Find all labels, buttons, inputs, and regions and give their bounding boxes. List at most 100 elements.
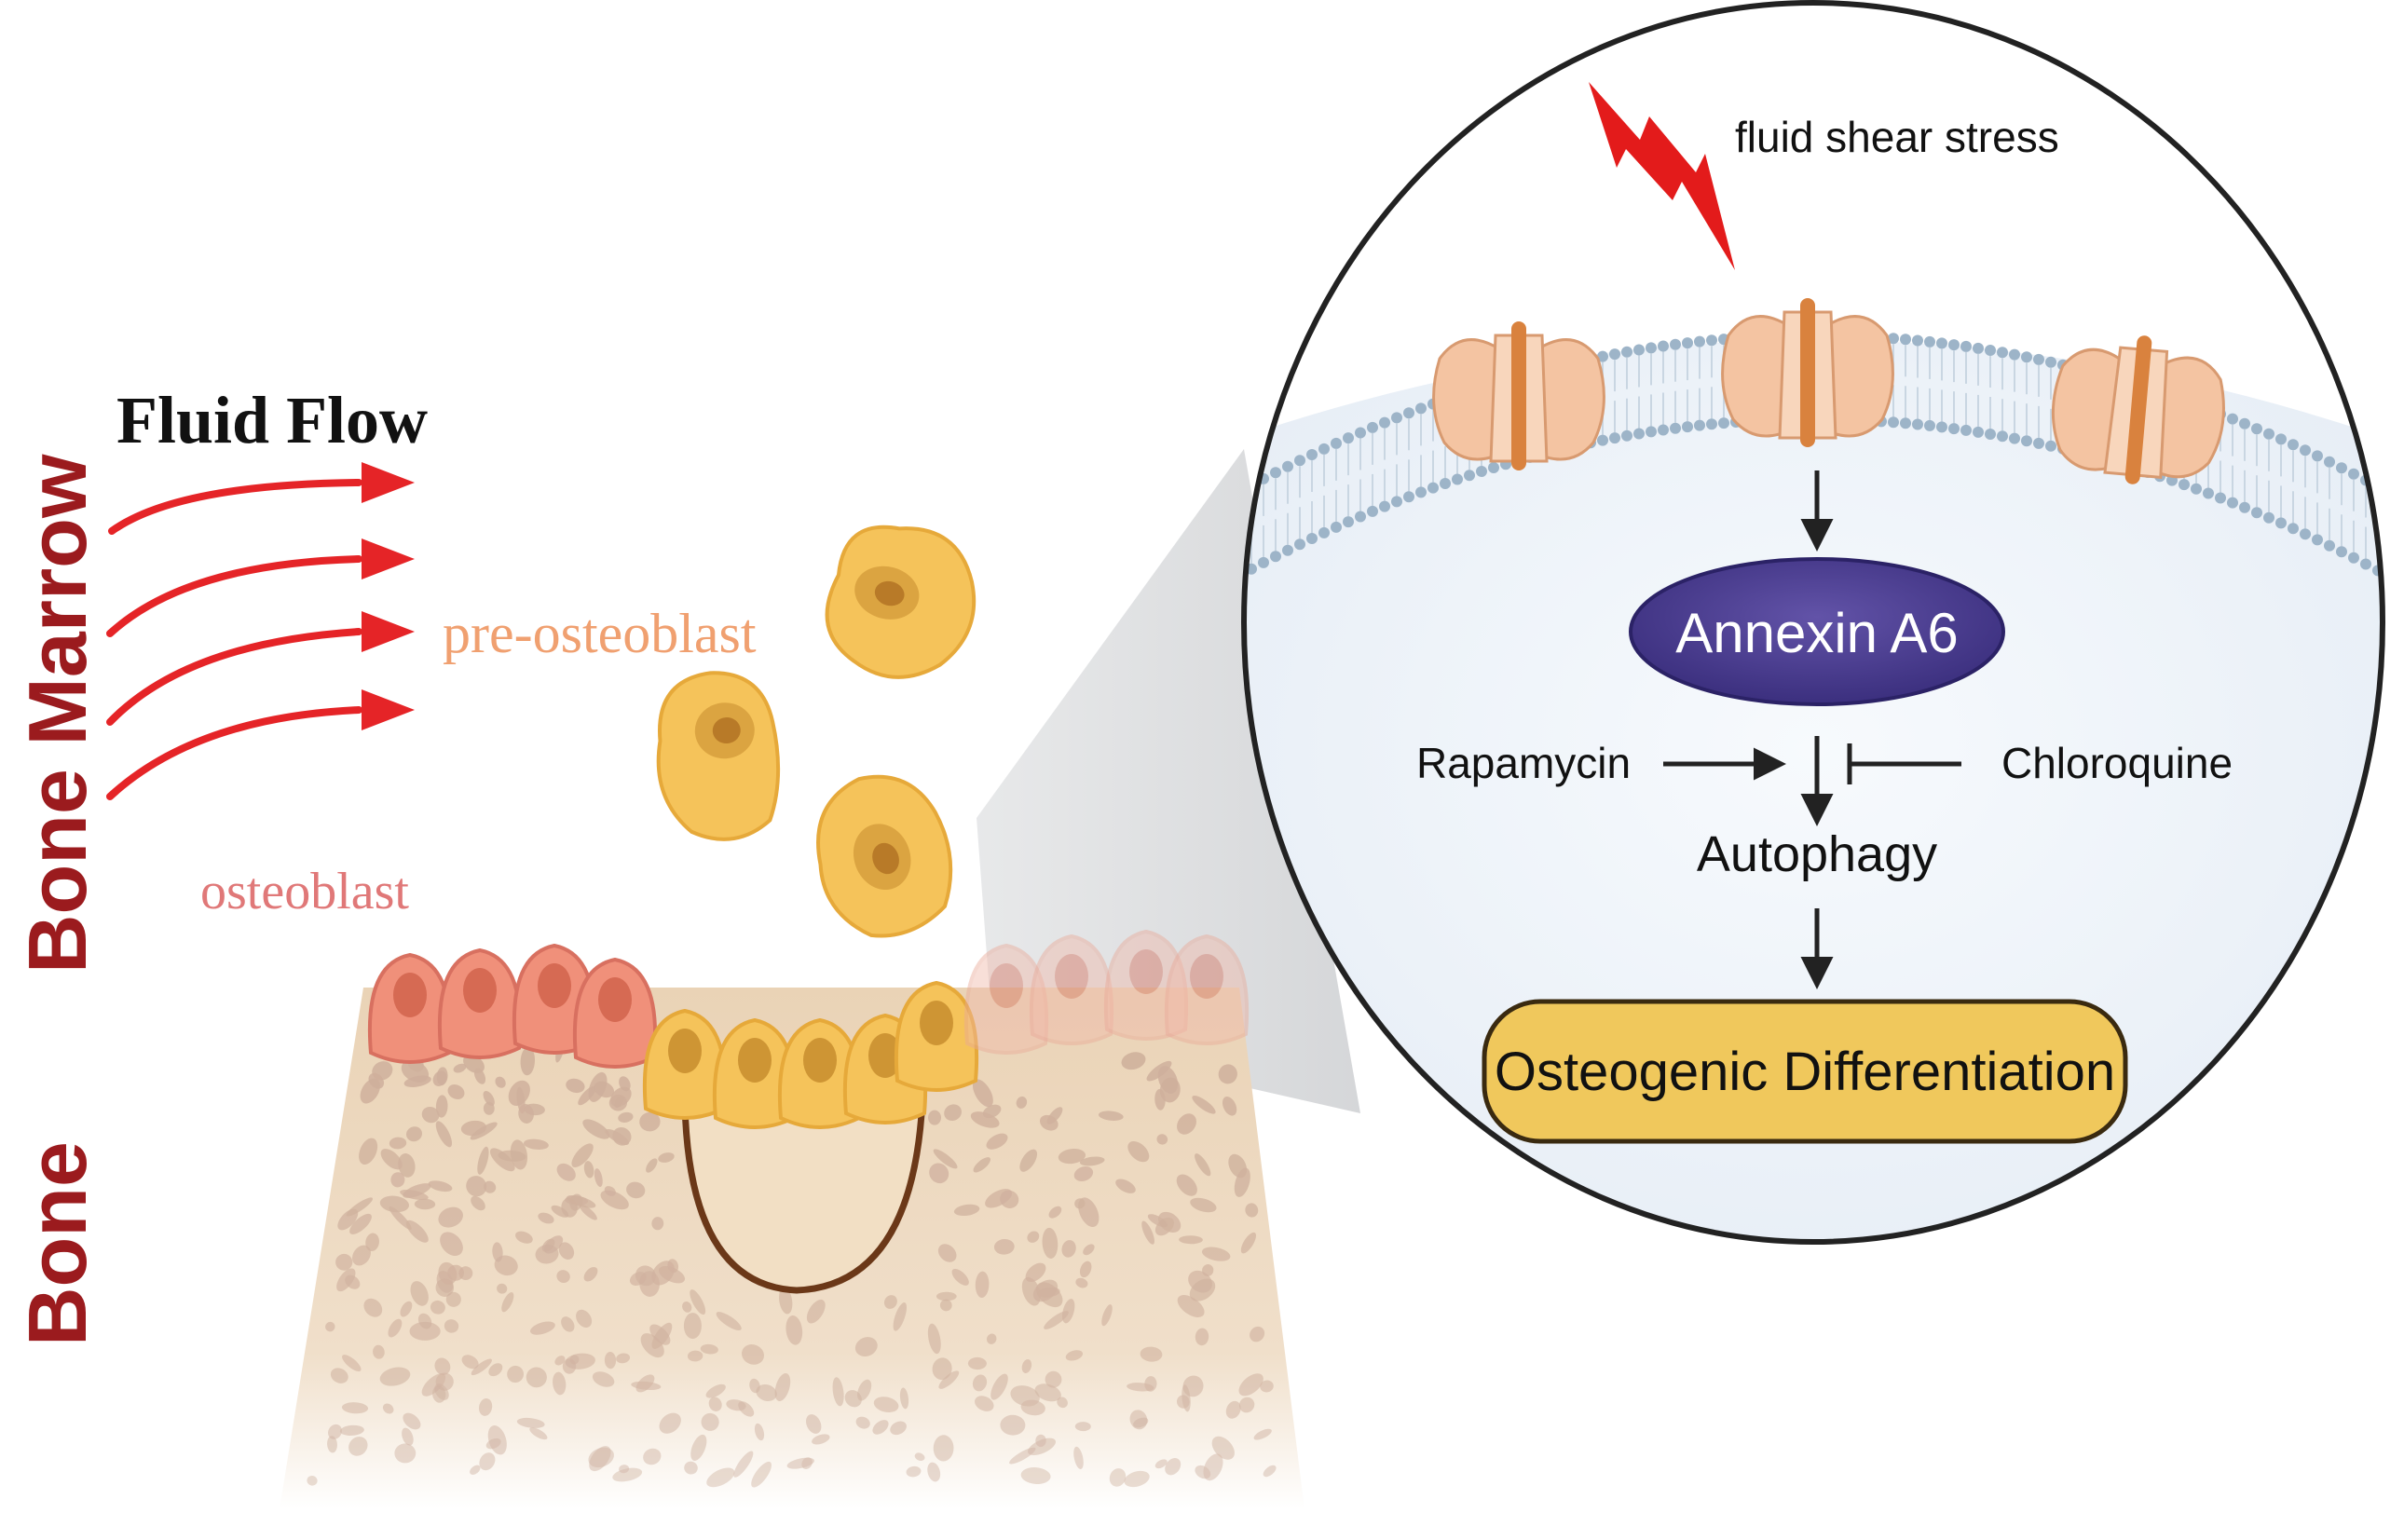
lipid-head bbox=[1597, 434, 1608, 446]
lipid-head bbox=[1924, 419, 1935, 431]
bone-pore bbox=[893, 1302, 907, 1331]
bone-pore bbox=[359, 1138, 378, 1165]
pre-osteoblast-cell bbox=[816, 774, 953, 938]
lipid-head bbox=[2336, 462, 2347, 474]
lipid-head bbox=[1900, 334, 1911, 346]
bone-pore bbox=[951, 1268, 969, 1286]
lipid-head bbox=[1694, 335, 1705, 348]
lipid-head bbox=[1682, 337, 1693, 349]
bone-pore bbox=[929, 1163, 949, 1184]
lipid-head bbox=[1997, 430, 2008, 443]
bone-pore bbox=[873, 1397, 899, 1413]
lipid-head bbox=[1924, 335, 1935, 348]
bone-pore bbox=[1141, 1220, 1154, 1245]
bone-pore bbox=[993, 1238, 1015, 1255]
lipid-head bbox=[1427, 482, 1439, 494]
lipid-head bbox=[1379, 500, 1390, 512]
bone-pore bbox=[608, 1094, 627, 1111]
lipid-head bbox=[2275, 517, 2287, 529]
bone-pore bbox=[1025, 1262, 1046, 1283]
pre-osteoblast-cell bbox=[656, 671, 781, 841]
mechanosensitive-channels bbox=[1432, 298, 2225, 484]
bone-pore bbox=[582, 1119, 610, 1139]
bone-pore bbox=[716, 1312, 742, 1331]
bone-pore bbox=[466, 1176, 487, 1197]
bone-pore bbox=[497, 1283, 508, 1294]
bone-pore bbox=[388, 1318, 403, 1338]
bone-pore bbox=[336, 1268, 356, 1292]
lipid-head bbox=[1415, 486, 1427, 498]
bone-pore bbox=[986, 1133, 1008, 1150]
lipid-head bbox=[2288, 523, 2299, 535]
bone-pore bbox=[1253, 1428, 1272, 1440]
bone-pore bbox=[1190, 1197, 1217, 1213]
bone-pore bbox=[307, 1475, 318, 1486]
osteoblast-cell bbox=[1029, 934, 1114, 1045]
bone-pore bbox=[1156, 1134, 1168, 1145]
lipid-head bbox=[2251, 423, 2262, 435]
lipid-head bbox=[1391, 412, 1402, 424]
bone-pore bbox=[1124, 1470, 1150, 1488]
bone-pore bbox=[398, 1153, 416, 1178]
lipid-head bbox=[1452, 473, 1463, 485]
bone-pore bbox=[1109, 1468, 1127, 1487]
bone-pore bbox=[1165, 1458, 1182, 1476]
lipid-head bbox=[2348, 552, 2359, 564]
bone-pore bbox=[1195, 1465, 1211, 1479]
bone-pore bbox=[1079, 1156, 1105, 1166]
bone-pore bbox=[495, 1076, 506, 1088]
lipid-head bbox=[1294, 455, 1305, 467]
bone-pore bbox=[1065, 1350, 1084, 1361]
bone-pore bbox=[556, 1163, 576, 1181]
lipid-head bbox=[1476, 466, 1487, 477]
bone-pore bbox=[380, 1149, 403, 1170]
bone-pore bbox=[604, 1186, 616, 1196]
bone-pore bbox=[1201, 1247, 1231, 1261]
lipid-head bbox=[1306, 533, 1318, 544]
bone-pore bbox=[484, 1180, 497, 1193]
lipid-head bbox=[1960, 340, 1972, 352]
zoom-inset: fluid shear stress Annexin A6 Rapamycin … bbox=[1241, 0, 2385, 1245]
fluid-flow-label: Fluid Flow bbox=[116, 383, 428, 457]
bone-pore bbox=[541, 1238, 555, 1252]
osteoblast-cell bbox=[1103, 929, 1189, 1041]
bone-pore bbox=[914, 1452, 925, 1461]
lipid-head bbox=[1391, 496, 1402, 508]
bone-pore bbox=[933, 1435, 954, 1462]
osteoblast-cell bbox=[712, 1017, 798, 1129]
bone-pore bbox=[435, 1121, 453, 1148]
flow-arrowheads bbox=[362, 462, 415, 730]
bone-pore bbox=[1188, 1270, 1213, 1293]
lipid-head bbox=[1488, 462, 1499, 473]
bone-pore bbox=[1101, 1304, 1113, 1327]
lipid-head bbox=[1633, 428, 1645, 440]
lipid-head bbox=[2263, 428, 2274, 440]
bone-pore bbox=[583, 1266, 598, 1282]
bone-pore bbox=[432, 1385, 446, 1403]
bone-pore bbox=[1073, 1446, 1084, 1469]
bone-pore bbox=[488, 1363, 503, 1377]
bone-pore bbox=[558, 1242, 575, 1260]
bone-pore bbox=[551, 1205, 569, 1218]
bone-pore bbox=[400, 1301, 413, 1317]
lipid-head bbox=[1646, 426, 1657, 438]
lipid-head bbox=[1973, 426, 1984, 438]
bone-pore bbox=[612, 1467, 643, 1482]
bone-pore bbox=[1034, 1383, 1061, 1402]
bone-pore bbox=[651, 1261, 675, 1286]
bone-pore bbox=[927, 1462, 941, 1482]
bone-pore bbox=[1000, 1414, 1026, 1436]
bone-pore bbox=[349, 1213, 372, 1234]
bone-pore bbox=[684, 1461, 698, 1475]
lipid-head bbox=[2239, 417, 2250, 429]
bone-pore bbox=[754, 1423, 765, 1441]
bone-pore bbox=[1045, 1370, 1062, 1388]
flow-arrows bbox=[106, 479, 362, 800]
bone-pore bbox=[1035, 1434, 1046, 1448]
bone-pore bbox=[749, 1378, 760, 1394]
lipid-head bbox=[2263, 511, 2274, 524]
bone-pore bbox=[733, 1451, 754, 1478]
lipid-head bbox=[1403, 407, 1414, 419]
bone-pore bbox=[1048, 1206, 1062, 1219]
lipid-head bbox=[1633, 344, 1645, 356]
